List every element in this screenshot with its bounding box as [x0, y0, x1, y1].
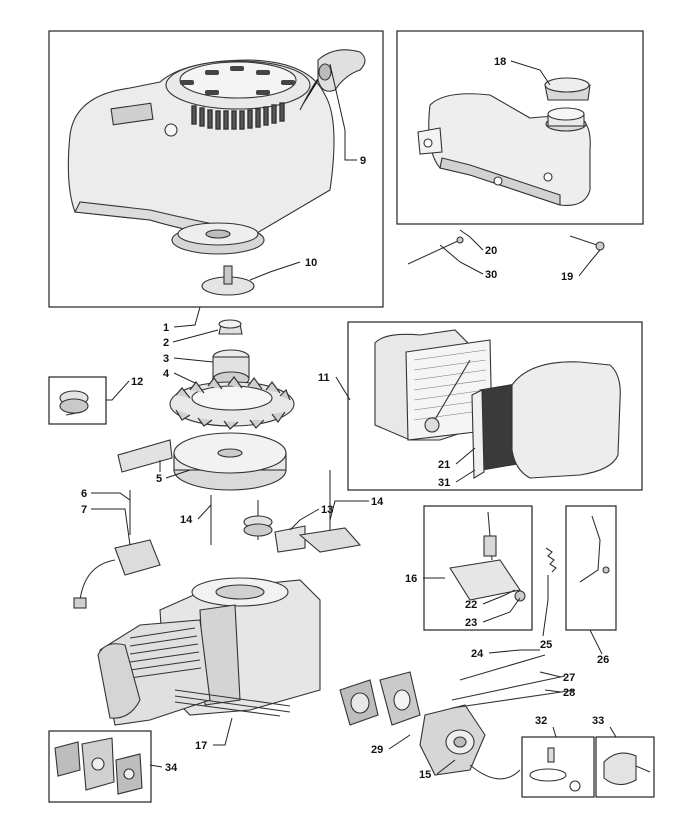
frame-governor-16 — [423, 505, 533, 631]
frame-fuel-tank — [396, 30, 644, 225]
governor-bracket — [449, 511, 526, 602]
ignition-bracket — [117, 439, 173, 473]
callout-18: 18 — [494, 56, 506, 68]
callout-29: 29 — [371, 744, 383, 756]
callout-10: 10 — [305, 257, 317, 269]
callout-16: 16 — [405, 573, 417, 585]
callout-27: 27 — [563, 672, 575, 684]
throttle-rods — [451, 654, 576, 709]
callout-25: 25 — [540, 639, 552, 651]
frame-gasket-set-34 — [48, 730, 152, 803]
callout-1: 1 — [163, 322, 169, 334]
callout-13: 13 — [321, 504, 333, 516]
frame-fuel-hose-32 — [521, 736, 595, 798]
air-filter-cover — [511, 361, 621, 479]
callout-6: 6 — [81, 488, 87, 500]
frame-air-filter — [347, 321, 643, 491]
callout-22: 22 — [465, 599, 477, 611]
starter-pulley — [171, 222, 265, 255]
callout-19: 19 — [561, 271, 573, 283]
callout-14b: 14 — [371, 496, 384, 508]
callout-32: 32 — [535, 715, 547, 727]
callout-26: 26 — [597, 654, 609, 666]
callout-3: 3 — [163, 353, 169, 365]
callout-20: 20 — [485, 245, 497, 257]
frame-recoil-starter — [48, 30, 384, 308]
callout-30: 30 — [485, 269, 497, 281]
flywheel — [173, 432, 287, 491]
frame-clamp-33 — [595, 736, 655, 798]
callout-9: 9 — [360, 155, 366, 167]
callout-23: 23 — [465, 617, 477, 629]
callout-11: 11 — [318, 372, 330, 384]
detail-12-part — [59, 390, 89, 416]
throttle-lever — [579, 515, 610, 583]
callout-31: 31 — [438, 477, 450, 489]
ignition-coil — [73, 539, 161, 609]
callout-21: 21 — [438, 459, 450, 471]
brake-assembly — [274, 525, 362, 553]
callout-4: 4 — [163, 368, 170, 380]
fuel-hose-kit — [529, 747, 581, 792]
leader-lines — [91, 60, 617, 775]
cylinder-head — [97, 619, 211, 726]
starter-cup — [201, 265, 255, 296]
carburetor-gaskets — [339, 671, 421, 726]
callout-14a: 14 — [180, 514, 193, 526]
air-filter-base — [374, 329, 493, 441]
fuel-tank — [417, 93, 591, 206]
frame-throttle-26 — [565, 505, 617, 631]
flywheel-nut — [218, 319, 243, 335]
starter-handle — [299, 49, 366, 111]
callout-2: 2 — [163, 337, 169, 349]
callout-24: 24 — [471, 648, 484, 660]
blower-housing — [67, 59, 335, 241]
callout-5: 5 — [156, 473, 162, 485]
callout-33: 33 — [592, 715, 604, 727]
callout-34: 34 — [165, 762, 178, 774]
carburetor — [419, 704, 521, 780]
callout-17: 17 — [195, 740, 207, 752]
push-rods — [174, 689, 291, 717]
hose-clamp — [603, 752, 651, 786]
cooling-fan — [169, 375, 295, 430]
callout-15: 15 — [419, 769, 431, 781]
callout-labels: 1 2 3 4 5 6 7 9 10 11 12 13 14 14 15 16 … — [81, 56, 609, 781]
fuel-tank-bolts — [407, 235, 605, 265]
callout-28: 28 — [563, 687, 575, 699]
fuel-cap — [544, 77, 591, 101]
callout-7: 7 — [81, 504, 87, 516]
callout-12: 12 — [131, 376, 143, 388]
governor-spring — [545, 547, 557, 573]
gasket-set — [54, 737, 143, 795]
governor-part — [243, 515, 273, 537]
